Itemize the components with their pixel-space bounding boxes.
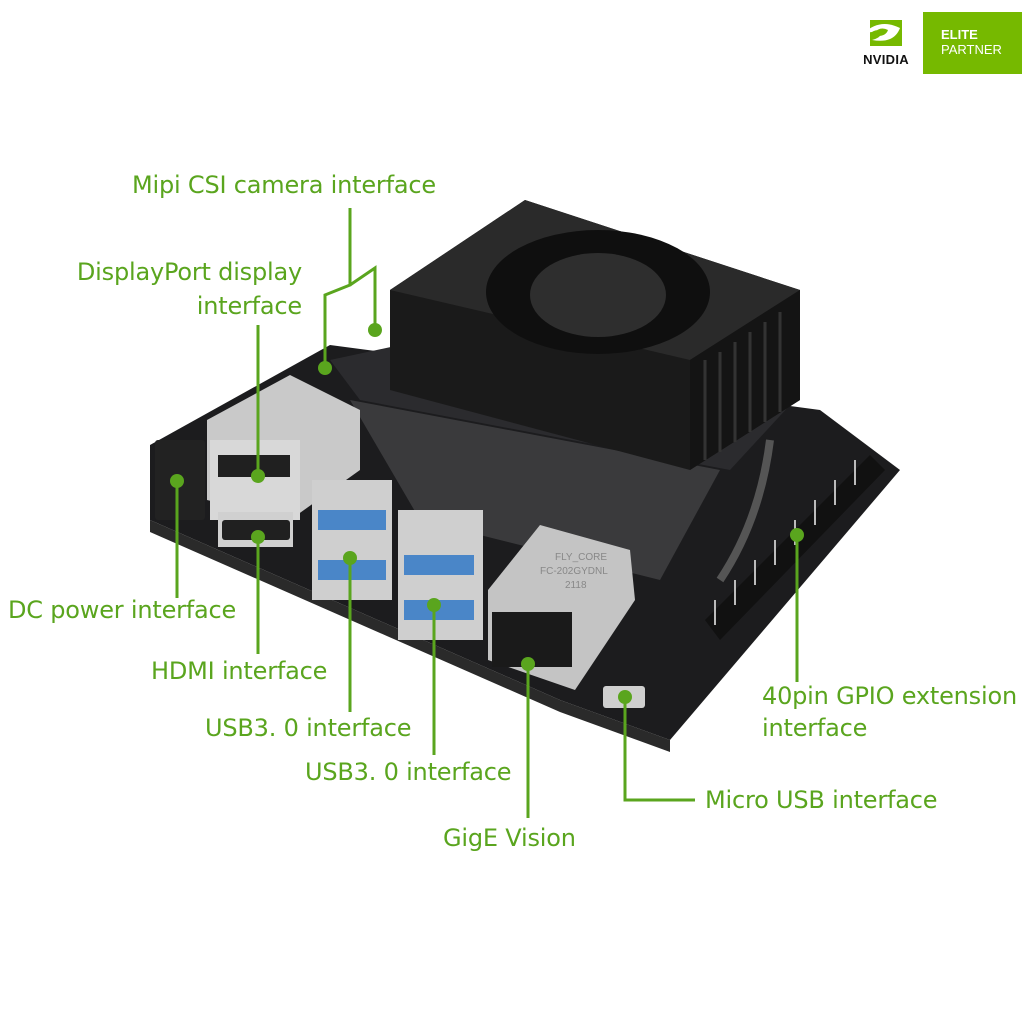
- micro-usb-port: [603, 686, 645, 708]
- badge-line2: PARTNER: [941, 42, 1002, 57]
- label-hdmi: HDMI interface: [151, 657, 328, 685]
- label-gpio-line1: 40pin GPIO extension: [762, 682, 1017, 710]
- elite-partner-badge: ELITE PARTNER: [923, 12, 1022, 74]
- label-gpio-line2: interface: [762, 714, 868, 742]
- dc-jack: [155, 440, 205, 520]
- displayport-port: [218, 455, 290, 477]
- label-dc-power: DC power interface: [8, 596, 237, 624]
- label-displayport-line1: DisplayPort display: [76, 258, 302, 286]
- hdmi-port: [222, 520, 290, 540]
- nvidia-eye-icon: [864, 20, 902, 46]
- rj45-label-1: FLY_CORE: [555, 552, 607, 563]
- label-usb3-b: USB3. 0 interface: [305, 758, 512, 786]
- label-usb3-a: USB3. 0 interface: [205, 714, 412, 742]
- badge-line1: ELITE: [941, 27, 978, 42]
- rj45-label-2: FC-202GYDNL: [540, 566, 608, 577]
- rj45-label-3: 2118: [565, 580, 587, 591]
- label-micro-usb: Micro USB interface: [705, 786, 938, 814]
- nvidia-logo: NVIDIA: [850, 14, 922, 74]
- nvidia-wordmark: NVIDIA: [863, 52, 909, 67]
- label-mipi-csi: Mipi CSI camera interface: [132, 171, 436, 199]
- label-gige: GigE Vision: [443, 824, 576, 852]
- label-displayport-line2: interface: [196, 292, 302, 320]
